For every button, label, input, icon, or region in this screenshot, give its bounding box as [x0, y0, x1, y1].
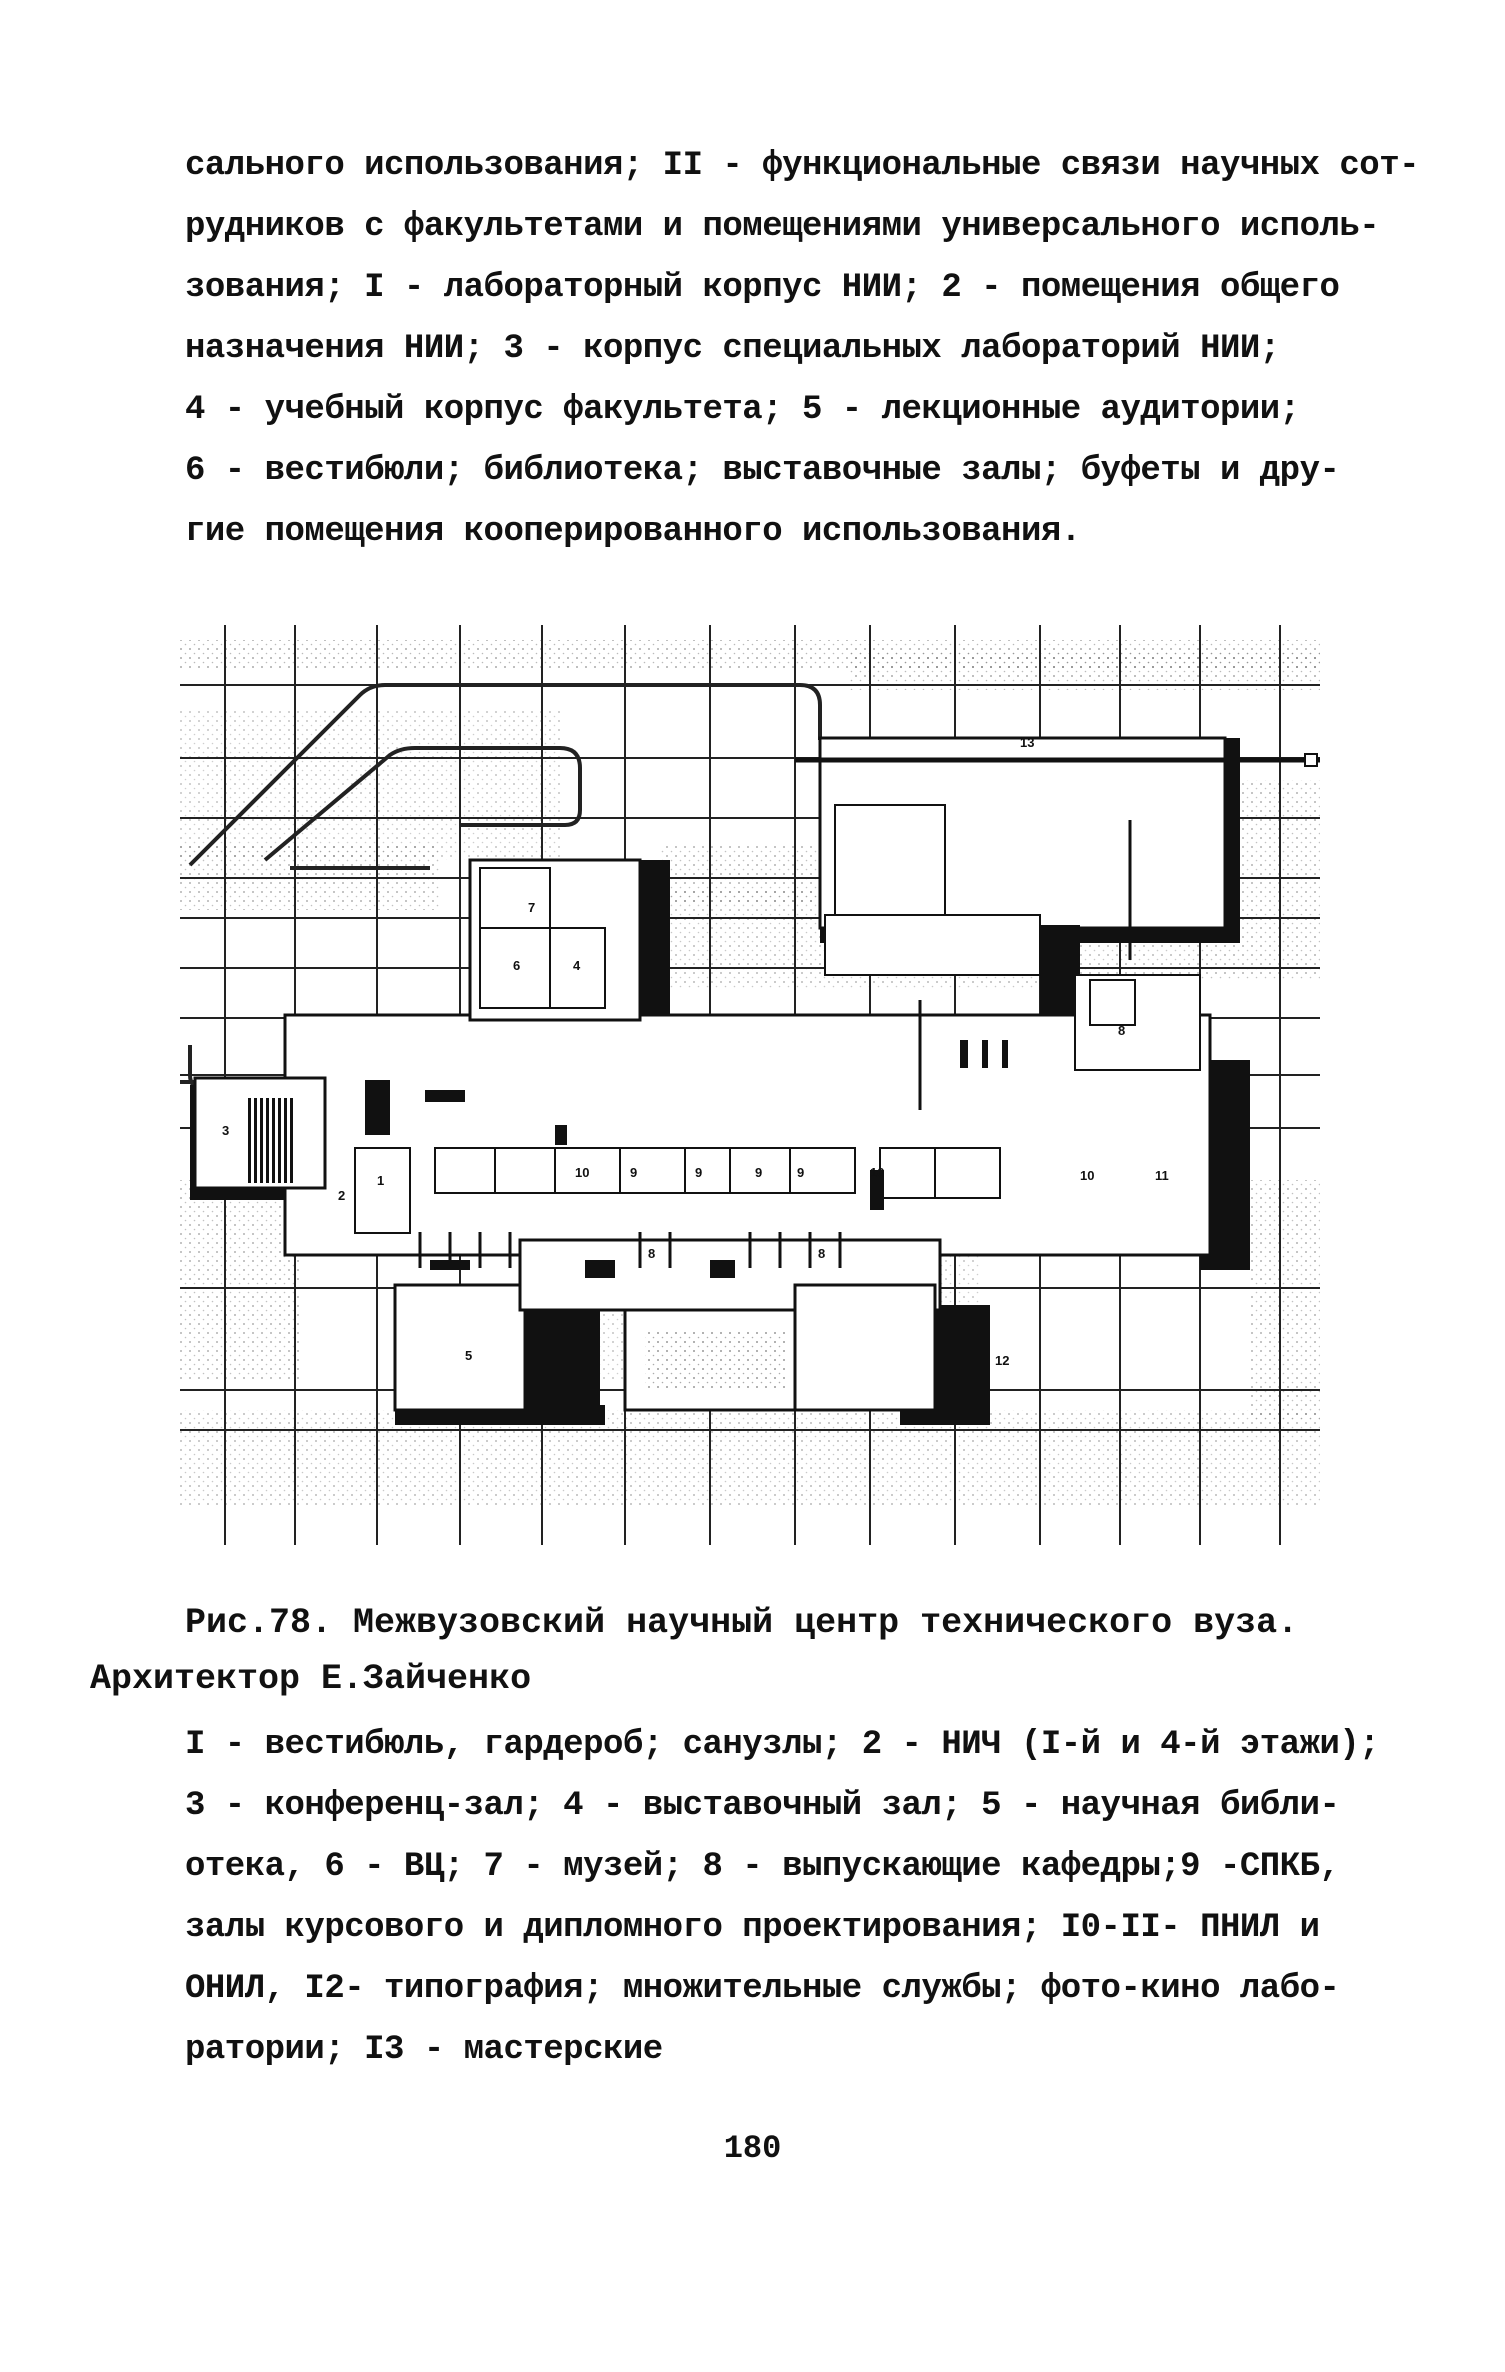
legend-line: I - вестибюль, гардероб; санузлы; 2 - НИ…: [185, 1726, 1380, 1764]
intro-line: рудников с факультетами и помещениями ун…: [185, 208, 1380, 246]
room-label-9: 9: [797, 1165, 804, 1180]
room-label-12: 12: [995, 1353, 1009, 1368]
room-label-6: 6: [513, 958, 520, 973]
room-label-8: 8: [818, 1246, 825, 1261]
room-labels: 13 7 6 4 8 3 2 1 10 9 9 9 9 10 10 11 8 8…: [222, 735, 1169, 1368]
intro-line: назначения НИИ; 3 - корпус специальных л…: [185, 330, 1280, 368]
room-label-13: 13: [1020, 735, 1034, 750]
intro-line: 6 - вестибюли; библиотека; выставочные з…: [185, 452, 1340, 490]
intro-line: гие помещения кооперированного использов…: [185, 513, 1081, 551]
room-label-4: 4: [573, 958, 581, 973]
floor-plan-figure: 13 7 6 4 8 3 2 1 10 9 9 9 9 10 10 11 8 8…: [180, 625, 1320, 1545]
room-label-11: 11: [1155, 1168, 1169, 1183]
legend-line: ОНИЛ, I2- типография; множительные служб…: [185, 1970, 1340, 2008]
intro-line: сального использования; II - функциональ…: [185, 147, 1420, 185]
room-label-10: 10: [870, 1165, 884, 1180]
intro-line: зования; I - лабораторный корпус НИИ; 2 …: [185, 269, 1340, 307]
legend-line: отека, 6 - ВЦ; 7 - музей; 8 - выпускающи…: [185, 1848, 1340, 1886]
room-label-9: 9: [630, 1165, 637, 1180]
room-label-8: 8: [648, 1246, 655, 1261]
room-label-1: 1: [377, 1173, 384, 1188]
room-label-3: 3: [222, 1123, 229, 1138]
figure-caption: Рис.78. Межвузовский научный центр техни…: [90, 1595, 1299, 1707]
room-label-9: 9: [755, 1165, 762, 1180]
intro-paragraph: сального использования; II - функциональ…: [185, 136, 1420, 563]
figure-legend: I - вестибюль, гардероб; санузлы; 2 - НИ…: [185, 1715, 1380, 2081]
page-number: 180: [723, 2130, 782, 2167]
legend-line: 3 - конференц-зал; 4 - выставочный зал; …: [185, 1787, 1340, 1825]
room-label-7: 7: [528, 900, 535, 915]
room-label-10: 10: [575, 1165, 589, 1180]
room-label-8: 8: [1118, 1023, 1125, 1038]
room-label-5: 5: [465, 1348, 472, 1363]
intro-line: 4 - учебный корпус факультета; 5 - лекци…: [185, 391, 1300, 429]
room-label-2: 2: [338, 1188, 345, 1203]
caption-title: Рис.78. Межвузовский научный центр техни…: [185, 1603, 1299, 1643]
building-plan: [190, 736, 1320, 1425]
legend-line: залы курсового и дипломного проектирован…: [185, 1909, 1320, 1947]
legend-line: ратории; I3 - мастерские: [185, 2031, 663, 2069]
room-label-10: 10: [1080, 1168, 1094, 1183]
room-label-9: 9: [695, 1165, 702, 1180]
caption-author: Архитектор Е.Зайченко: [90, 1659, 532, 1699]
